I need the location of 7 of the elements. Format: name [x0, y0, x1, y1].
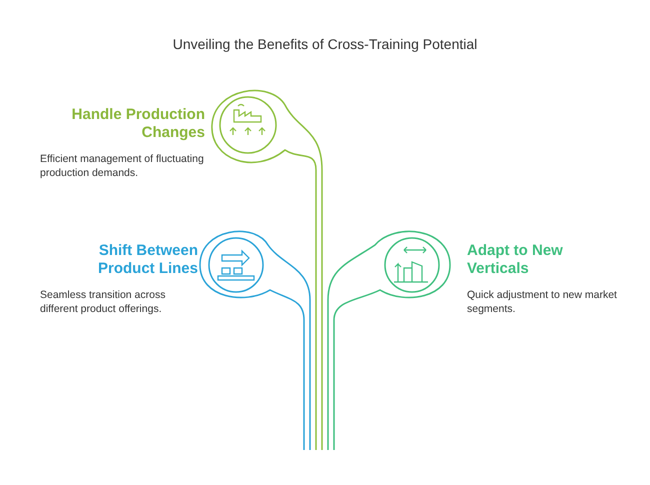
benefit-heading: Shift Between Product Lines [96, 242, 198, 278]
benefit-description: Seamless transition across different product offerings. [40, 288, 166, 316]
diagram-title: Unveiling the Benefits of Cross-Training Potential [172, 36, 478, 52]
benefit-description: Efficient management of fluctuating production demands. [40, 152, 205, 180]
benefit-description: Quick adjustment to new market segments. [467, 288, 618, 316]
benefit-heading: Adapt to New Verticals [467, 242, 564, 278]
benefit-heading: Handle Production Changes [70, 106, 205, 142]
